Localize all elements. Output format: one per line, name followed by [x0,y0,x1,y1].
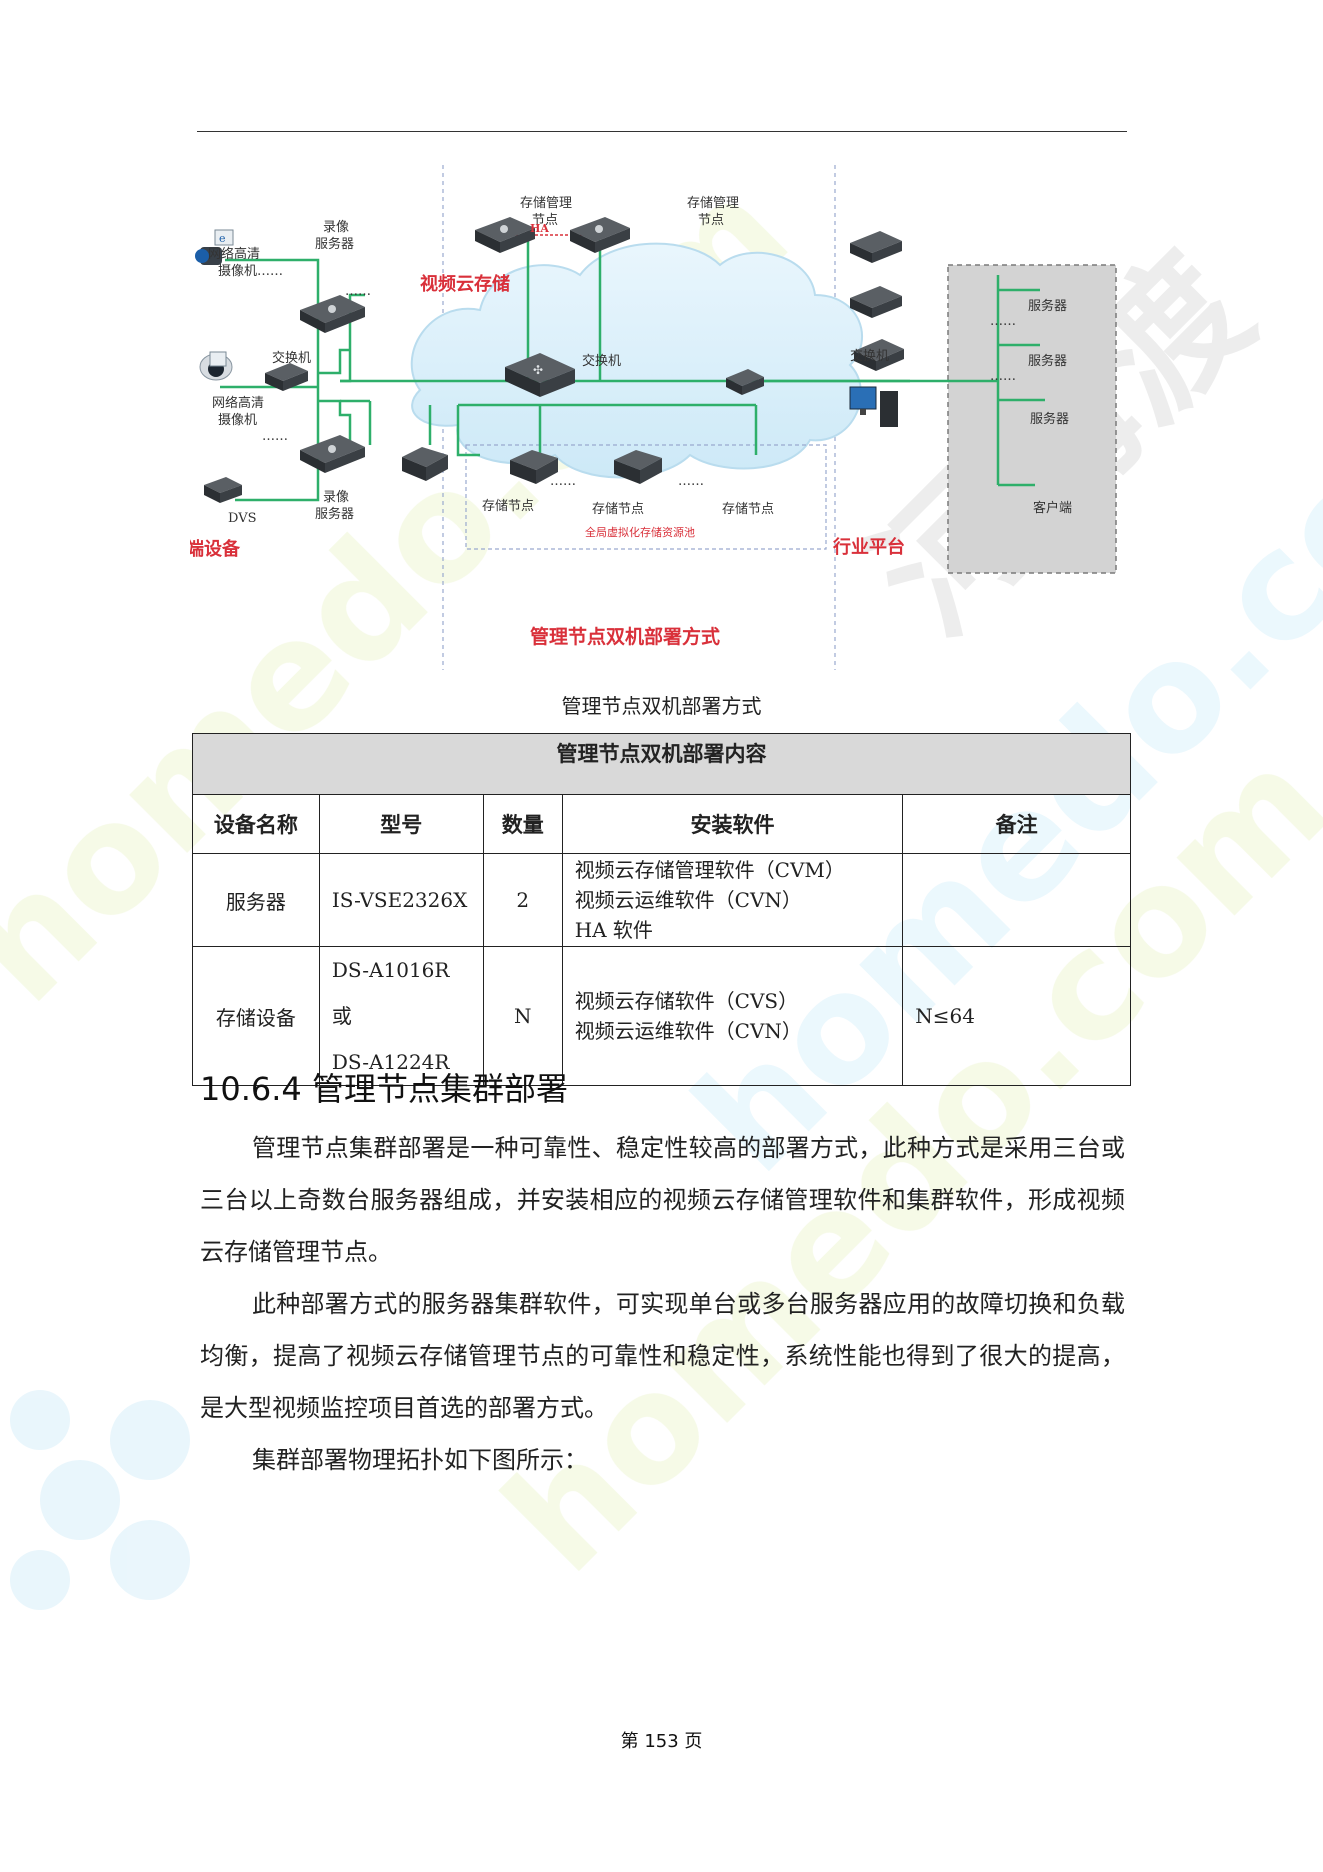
storage-dots-2: …… [678,474,704,489]
model-line: DS-A1224R [331,1050,450,1074]
camera2-dots: …… [262,429,288,444]
rec-server-bottom-label-1: 录像 [323,490,349,505]
cell-name: 服务器 [192,853,320,947]
recording-server-top-icon [300,295,365,333]
col-header-note: 备注 [902,794,1131,854]
cloud-section-title: 管理节点双机部署方式 [530,625,720,648]
paragraph-2: 此种部署方式的服务器集群软件，可实现单台或多台服务器应用的故障切换和负载均衡，提… [200,1290,1125,1422]
cell-software: 视频云存储管理软件（CVM） 视频云运维软件（CVN） HA 软件 [561,853,904,947]
industry-server-2-icon [850,286,902,318]
cell-software: 视频云存储软件（CVS） 视频云运维软件（CVN） [561,946,904,1086]
col-header-name: 设备名称 [192,794,320,854]
model-line: DS-A1016R 或 [331,958,450,1028]
svg-text:e: e [219,232,226,245]
industry-dots-2: …… [990,369,1016,384]
ha-label: HA [530,222,549,235]
client-label: 客户端 [1033,500,1072,516]
software-line: HA 软件 [574,918,653,942]
camera2-label-2: 摄像机 [218,413,257,428]
col-header-qty: 数量 [482,794,563,854]
cell-note [902,853,1131,947]
table-row: 服务器 IS-VSE2326X 2 视频云存储管理软件（CVM） 视频云运维软件… [192,853,1131,947]
rec-server-top-label-1: 录像 [323,220,349,235]
storage-node-1-icon [402,447,448,481]
mgmt-left-label-2: 节点 [532,213,558,228]
paragraph-1: 管理节点集群部署是一种可靠性、稳定性较高的部署方式，此种方式是采用三台或三台以上… [200,1134,1125,1266]
software-line: 视频云运维软件（CVN） [574,1019,802,1043]
rec-server-bottom-label-2: 服务器 [315,506,354,522]
software-line: 视频云存储软件（CVS） [574,989,799,1013]
page-number: 第 153 页 [620,1731,703,1752]
industry-platform-box [947,264,1117,574]
industry-switch-icon [726,369,764,395]
camera2-label-1: 网络高清 [212,395,264,411]
industry-server-3-icon [854,339,904,371]
diagram-labels: 网络高清 摄像机…… 网络高清 摄像机 …… DVS 录像 服务器 …… 录像 … [208,196,1072,526]
front-dots: …… [345,284,371,299]
camera1-icon: e [195,229,234,265]
paragraph-3: 集群部署物理拓扑如下图所示： [252,1446,588,1474]
front-section-title: 前端设备 [190,538,241,560]
mgmt-node-left-icon [475,217,535,253]
industry-server-3-label: 服务器 [1030,411,1069,427]
industry-switch-label: 交换机 [850,348,889,364]
software-line: 视频云存储管理软件（CVM） [574,858,845,882]
camera1-label-2: 摄像机…… [218,264,283,279]
header-rule [197,131,1127,132]
topology-diagram: e ✣ [190,165,1117,670]
cell-qty: 2 [482,853,563,947]
camera2-icon [199,351,233,381]
storage-node-2-icon [510,450,558,484]
storage-pool-label: 全局虚拟化存储资源池 [585,525,695,539]
mgmt-left-label-1: 存储管理 [520,196,572,211]
mgmt-node-right-icon [570,217,630,253]
industry-dots-1: …… [990,314,1016,329]
storage-dots-1: …… [550,474,576,489]
cell-note: N≤64 [902,946,1131,1086]
cell-qty: N [482,946,563,1086]
industry-server-2-label: 服务器 [1028,353,1067,369]
camera1-label-1: 网络高清 [208,246,260,262]
table-row: 存储设备 DS-A1016R 或 DS-A1224R N 视频云存储软件（CVS… [192,946,1131,1086]
storage-pool-box [465,444,827,550]
dvs-label: DVS [228,511,257,526]
storage-node-3-icon [614,450,662,484]
front-switch-label: 交换机 [272,350,311,366]
svg-text:✣: ✣ [533,363,543,377]
front-switch-icon [265,363,308,391]
storage-node-1-label: 存储节点 [482,499,534,514]
software-line: 视频云运维软件（CVN） [574,888,802,912]
figure-caption: 管理节点双机部署方式 [561,694,762,718]
cell-model: IS-VSE2326X [318,853,484,947]
table-title: 管理节点双机部署内容 [192,733,1131,795]
core-switch-label: 交换机 [582,353,621,369]
storage-node-3-label: 存储节点 [722,502,774,517]
client-pc-icon [849,386,898,427]
core-switch-icon: ✣ [505,353,575,397]
recording-server-bottom-icon [300,435,365,473]
spec-table: 管理节点双机部署内容 设备名称 型号 数量 安装软件 备注 服务器 IS-VSE… [192,733,1131,1086]
watermark-flower-icon [10,1390,190,1610]
dvs-icon [204,477,242,503]
col-header-software: 安装软件 [561,794,904,854]
col-header-model: 型号 [318,794,484,854]
cell-name: 存储设备 [192,946,320,1086]
mgmt-right-label-2: 节点 [698,213,724,228]
section-heading: 10.6.4 管理节点集群部署 [200,1070,568,1108]
cloud-title: 视频云存储 [420,273,510,295]
cell-model: DS-A1016R 或 DS-A1224R [318,946,484,1086]
network-links [220,235,1045,502]
storage-node-2-label: 存储节点 [592,502,644,517]
industry-section-title: 行业平台 [832,536,905,558]
industry-server-1-label: 服务器 [1028,298,1067,314]
industry-server-1-icon [850,231,902,263]
mgmt-right-label-1: 存储管理 [687,196,739,211]
rec-server-top-label-2: 服务器 [315,236,354,252]
